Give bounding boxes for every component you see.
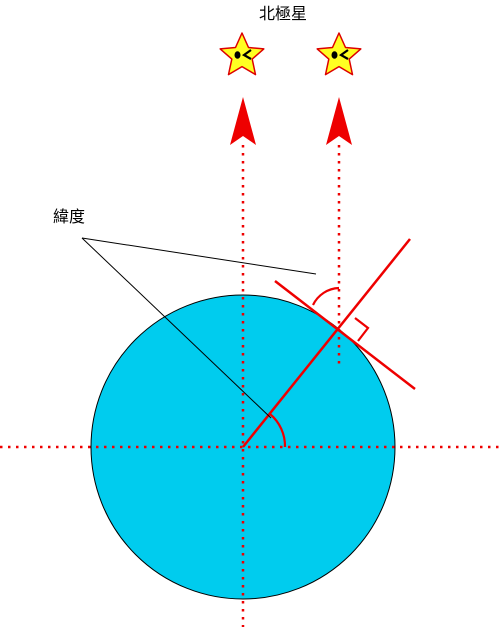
center-latitude-angle-arc bbox=[269, 413, 287, 448]
leader-line-to-observer-angle bbox=[81, 237, 317, 275]
polaris-label: 北極星 bbox=[259, 4, 307, 23]
right-angle-marker bbox=[354, 317, 370, 342]
right-arrow-icon bbox=[326, 97, 352, 145]
left-star-icon bbox=[219, 32, 265, 76]
observer-altitude-angle-arc bbox=[312, 286, 340, 306]
left-arrow-icon bbox=[230, 97, 256, 145]
right-star-icon bbox=[316, 32, 362, 76]
horizon-tangent-line bbox=[274, 280, 416, 390]
leader-line-to-center-angle bbox=[81, 237, 272, 419]
radius-line bbox=[242, 238, 411, 448]
latitude-label: 緯度 bbox=[53, 207, 85, 226]
